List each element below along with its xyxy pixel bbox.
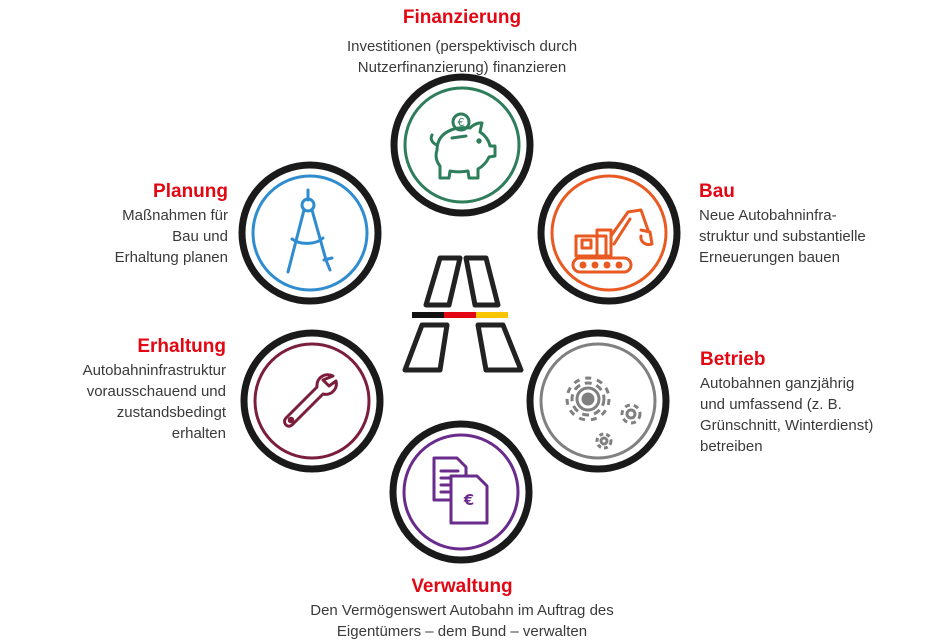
- bau-title: Bau: [699, 181, 735, 202]
- betrieb-title: Betrieb: [700, 349, 766, 370]
- svg-text:€: €: [463, 491, 474, 509]
- planung-title: Planung: [153, 181, 228, 202]
- erhaltung-title: Erhaltung: [137, 336, 226, 357]
- verwaltung-description: Den Vermögenswert Autobahn im Auftrag de…: [310, 602, 614, 640]
- node-bau: [537, 161, 681, 305]
- flag-red-stripe: [444, 312, 476, 318]
- compass-drawing-icon: [286, 188, 334, 274]
- planung-description: Maßnahmen für Bau und Erhaltung planen: [114, 207, 228, 266]
- motorway-icon: [402, 255, 524, 373]
- excavator-icon: [571, 208, 654, 274]
- euro-documents-icon: €: [432, 456, 489, 525]
- piggy-bank-euro-icon: €: [429, 112, 497, 180]
- node-finanzierung: €: [390, 73, 534, 217]
- finanzierung-title: Finanzierung: [402, 7, 522, 28]
- flag-black-stripe: [412, 312, 444, 318]
- erhaltung-description: Autobahninfrastruktur vorausschauend und…: [82, 362, 226, 442]
- finanzierung-description: Investitionen (perspektivisch durch Nutz…: [346, 38, 578, 76]
- node-betrieb: [526, 329, 670, 473]
- node-planung: [238, 161, 382, 305]
- gears-icon: [565, 376, 642, 450]
- node-erhaltung: [240, 329, 384, 473]
- node-verwaltung: €: [389, 420, 533, 564]
- svg-text:€: €: [458, 116, 465, 129]
- bau-description: Neue Autobahninfra- struktur und substan…: [699, 207, 866, 266]
- betrieb-description: Autobahnen ganzjährig und umfassend (z. …: [700, 375, 874, 455]
- flag-gold-stripe: [476, 312, 508, 318]
- wrench-icon: [283, 373, 338, 428]
- verwaltung-title: Verwaltung: [411, 576, 513, 597]
